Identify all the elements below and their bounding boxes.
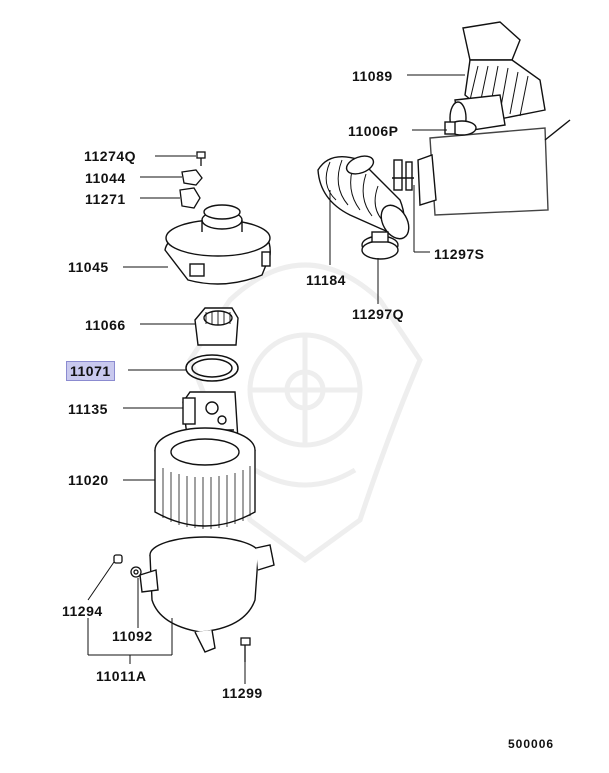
label-11071-highlighted[interactable]: 11071 [66, 361, 115, 381]
leader-lines [87, 74, 465, 684]
label-11299: 11299 [222, 685, 263, 701]
bolt-11294 [113, 554, 123, 564]
diagram-code: 500006 [508, 737, 555, 751]
label-11297q: 11297Q [352, 306, 405, 322]
label-11135: 11135 [68, 401, 108, 417]
label-11089: 11089 [352, 68, 393, 84]
label-11294: 11294 [62, 603, 103, 619]
part-11066 [194, 307, 239, 346]
clamp-11297s [392, 159, 414, 191]
bolt-11274q [196, 151, 206, 166]
label-11184: 11184 [306, 272, 346, 288]
clamp-11297q [361, 231, 399, 260]
label-11271: 11271 [85, 191, 126, 207]
label-11274q: 11274Q [84, 148, 137, 164]
filter-element-11020 [154, 427, 256, 529]
hose-11184 [317, 155, 410, 240]
label-11297s: 11297S [434, 246, 485, 262]
clip-11271 [179, 187, 201, 209]
bolt-11299 [240, 637, 251, 662]
nut-11092 [130, 566, 142, 578]
cover-11045 [164, 204, 271, 285]
label-11020: 11020 [68, 472, 109, 488]
label-11066: 11066 [85, 317, 126, 333]
label-11006p: 11006P [348, 123, 399, 139]
clamp-11006p [444, 120, 477, 136]
label-11092: 11092 [112, 628, 153, 644]
label-11011a: 11011A [96, 668, 147, 684]
clip-11044 [181, 169, 203, 186]
label-11045: 11045 [68, 259, 109, 275]
gasket-11071 [185, 354, 239, 382]
label-11044: 11044 [85, 170, 126, 186]
lower-case-11011a [139, 536, 275, 653]
intake-duct-11089 [417, 21, 571, 216]
